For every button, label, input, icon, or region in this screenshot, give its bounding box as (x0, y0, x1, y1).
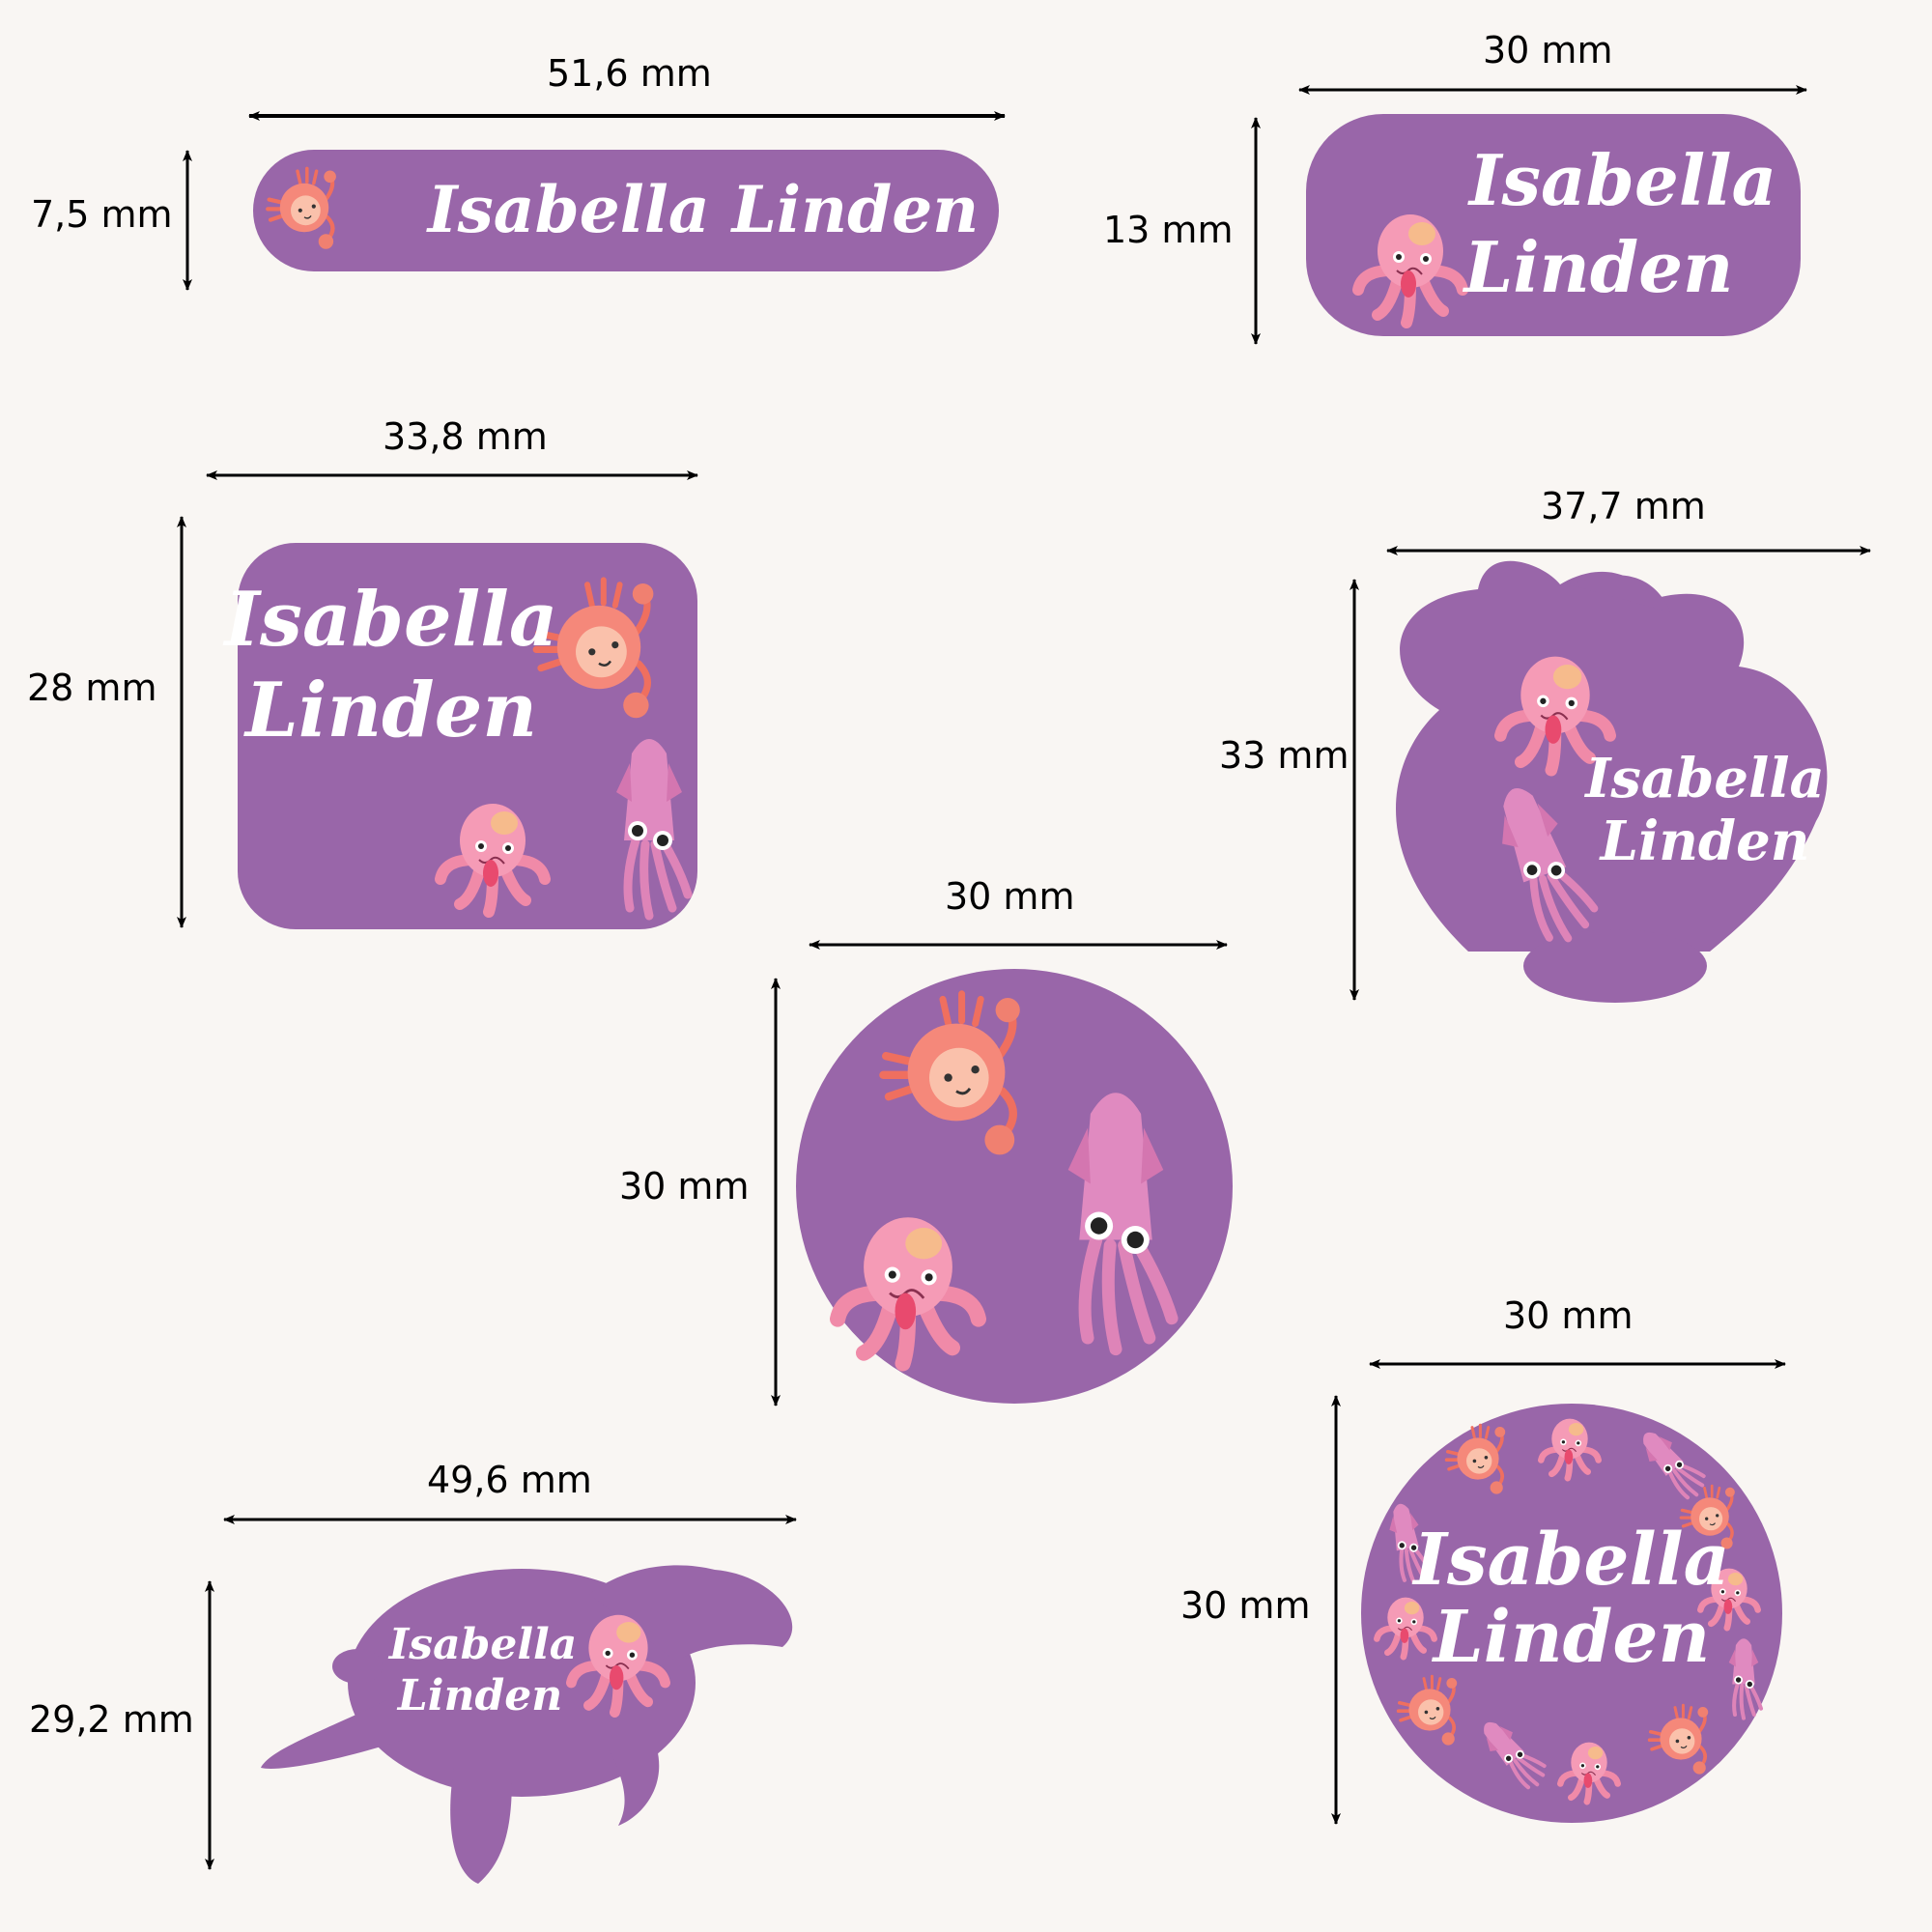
height-label-long-strip: 7,5 mm (31, 193, 173, 236)
label-name-first: Isabella (1467, 139, 1776, 221)
label-medium-rect: Isabella Linden (1251, 85, 1807, 345)
label-name-last: Linden (1599, 810, 1810, 873)
label-name-first: Isabella (387, 1620, 578, 1669)
height-label-shell: 33 mm (1219, 734, 1350, 777)
width-label-circle-wreath: 30 mm (1503, 1294, 1634, 1337)
height-label-square: 28 mm (27, 667, 157, 709)
label-name-last: Linden (243, 667, 537, 754)
label-name-last: Linden (396, 1671, 562, 1720)
label-square: Isabella Linden (177, 470, 698, 929)
height-label-circle-wreath: 30 mm (1180, 1584, 1311, 1627)
label-name-first: Isabella (1411, 1519, 1729, 1602)
height-label-medium-rect: 13 mm (1103, 209, 1234, 251)
width-label-circle-image: 30 mm (945, 875, 1075, 918)
height-label-turtle: 29,2 mm (29, 1698, 194, 1741)
label-turtle: Isabella Linden (205, 1515, 797, 1884)
width-label-shell: 37,7 mm (1541, 485, 1706, 527)
label-name-first: Isabella (1583, 747, 1825, 810)
width-label-turtle: 49,6 mm (427, 1459, 592, 1501)
width-label-long-strip: 51,6 mm (547, 52, 712, 95)
width-label-square: 33,8 mm (383, 415, 548, 458)
label-circle-image (771, 940, 1233, 1406)
label-shell: Isabella Linden (1350, 546, 1871, 1003)
label-circle-wreath: Isabella Linden (1331, 1359, 1786, 1825)
label-name-text: Isabella Linden (426, 172, 979, 247)
width-label-medium-rect: 30 mm (1483, 29, 1613, 71)
label-name-last: Linden (1432, 1596, 1711, 1679)
label-name-first: Isabella (223, 576, 558, 664)
label-name-last: Linden (1463, 226, 1734, 308)
label-long-strip: Isabella Linden (183, 111, 1006, 291)
height-label-circle-image: 30 mm (619, 1165, 750, 1208)
